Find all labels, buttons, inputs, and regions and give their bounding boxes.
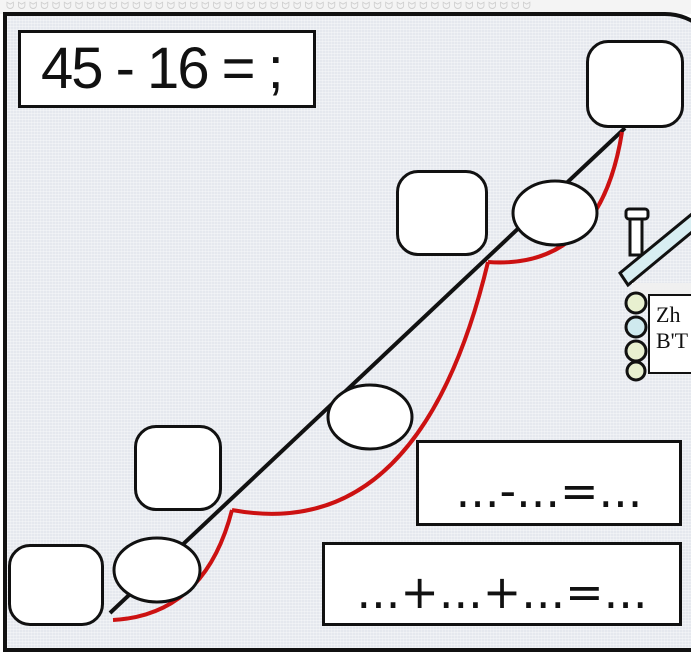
sign-line-1: Zh xyxy=(656,302,681,327)
number-line-diagram xyxy=(108,126,627,622)
jump-arc-2 xyxy=(231,261,490,516)
decorative-top-border: ᗢ ᗢ ᗢ ᗢ ᗢ ᗢ ᗢ ᗢ ᗢ ᗢ ᗢ ᗢ ᗢ ᗢ ᗢ ᗢ ᗢ ᗢ ᗢ ᗢ … xyxy=(0,0,691,14)
answer-box-top[interactable] xyxy=(586,40,684,128)
answer-box-lower[interactable] xyxy=(134,425,222,511)
equation-text: 45 - 16 = ; xyxy=(41,36,284,101)
house-icon xyxy=(617,205,691,385)
addition-template-box: ...+...+...=... xyxy=(322,542,682,626)
number-oval-2[interactable] xyxy=(326,383,414,451)
equation-box: 45 - 16 = ; xyxy=(18,30,316,108)
answer-box-start[interactable] xyxy=(8,544,104,626)
worksheet-board xyxy=(3,12,691,652)
house-sign: Zh B'T xyxy=(648,294,691,374)
number-oval-3[interactable] xyxy=(511,179,599,247)
addition-template: ...+...+...=... xyxy=(356,565,648,619)
sign-line-2: B'T xyxy=(656,328,689,353)
number-oval-1[interactable] xyxy=(112,536,202,604)
subtraction-template: ...-...=... xyxy=(455,464,643,518)
answer-box-upper[interactable] xyxy=(396,170,488,256)
subtraction-template-box: ...-...=... xyxy=(416,440,682,526)
